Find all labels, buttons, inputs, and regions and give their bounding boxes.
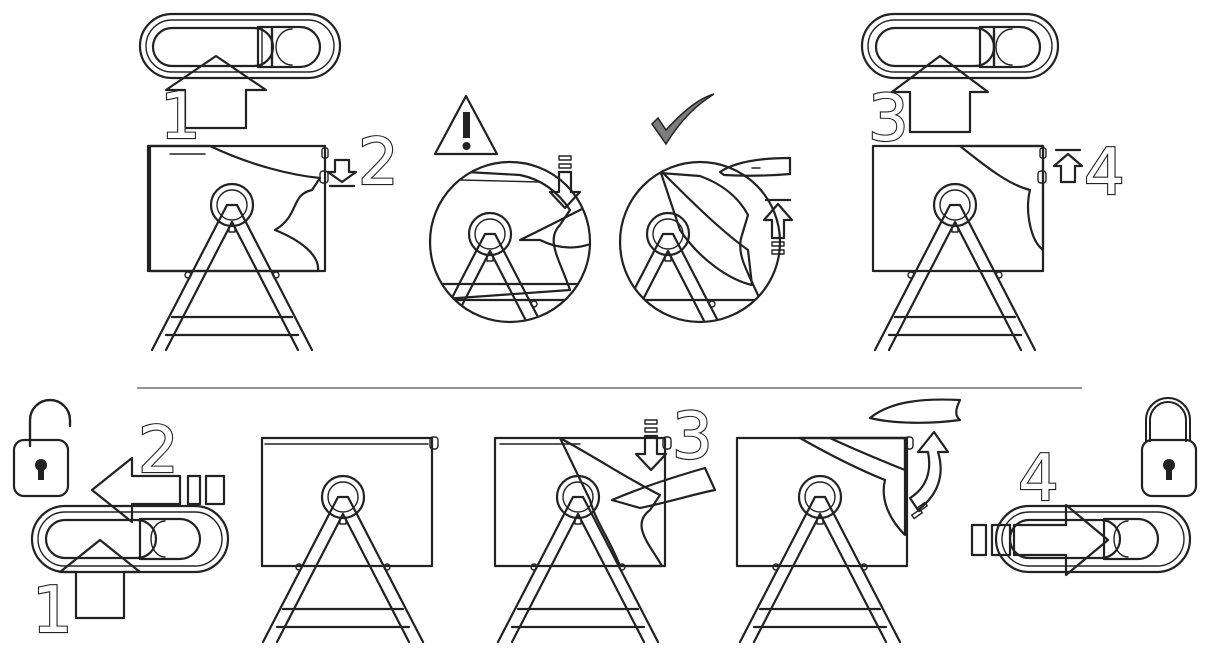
up-arrow-4 [1052,148,1084,184]
bottom-unlock-scene: 2 1 [12,398,230,649]
step-number-bottom-3: 3 [672,400,713,474]
locked-padlock-icon [1140,397,1198,498]
step-number-1: 1 [160,80,201,154]
shade-screen-top-right [871,144,1047,273]
step-number-4: 4 [1084,136,1125,210]
shade-screen-bottom-c [735,398,962,644]
slide-right-arrow [970,503,1110,577]
push-up-arrow-bottom-1 [58,538,142,620]
curved-up-arrow [908,430,950,520]
down-arrow-2 [326,158,358,188]
shade-screen-bottom-b: 3 [493,399,717,644]
push-up-arrow-1 [164,54,268,130]
warning-triangle-icon [433,94,499,156]
slider-switch-top-left [138,12,342,80]
top-left-scene: 1 2 [138,12,400,352]
press-down-arrow [548,155,582,210]
check-mark-icon [651,93,715,146]
unlocked-padlock-icon [12,398,72,498]
warning-detail [428,94,592,324]
slider-switch-top-right [860,12,1060,80]
press-down-arrow-bottom [634,419,668,472]
shade-screen-bottom-a [260,436,439,644]
slider-switch-bottom-left [30,504,230,574]
step-number-3: 3 [868,82,909,156]
correct-detail [618,93,794,324]
step-number-2: 2 [358,126,399,200]
slider-switch-bottom-right [994,504,1192,574]
hand-above-icon [718,156,792,177]
bottom-lock-scene: 4 [970,397,1198,577]
lift-up-arrow [762,198,794,255]
hand-above-bottom-icon [868,398,962,424]
shade-screen-top-left [146,144,329,273]
step-number-bottom-2: 2 [138,414,179,488]
hand-press-icon [610,466,717,510]
top-right-scene: 3 4 [860,12,1126,352]
step-number-bottom-1: 1 [32,574,73,648]
push-up-arrow-3 [890,54,990,134]
step-number-bottom-4: 4 [1018,442,1059,516]
